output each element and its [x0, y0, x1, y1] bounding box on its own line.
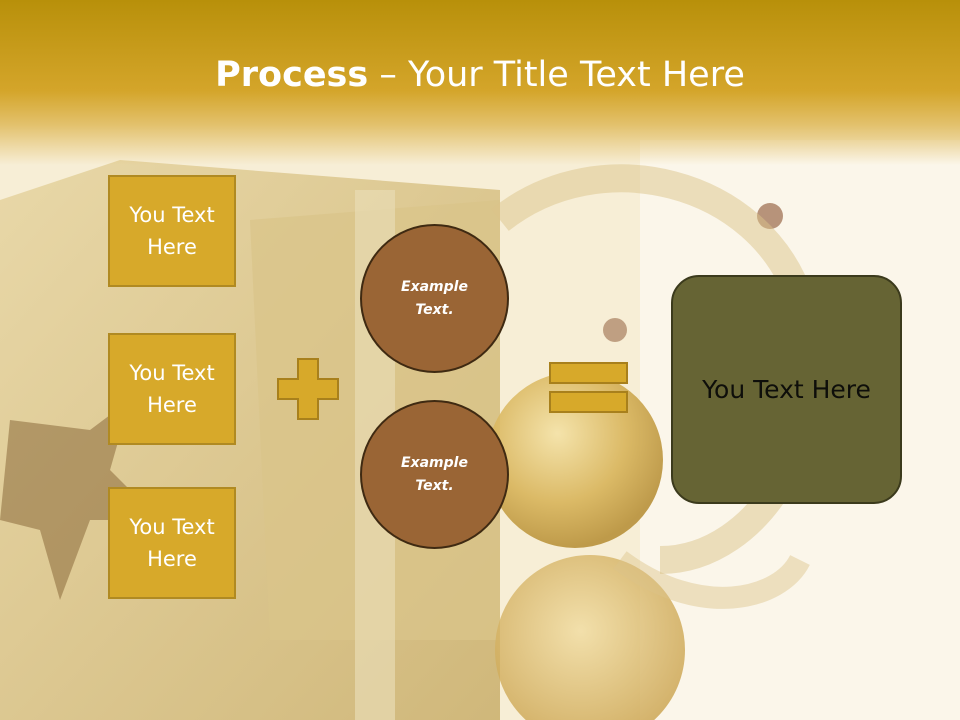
input-box-2: You Text Here [108, 333, 236, 445]
title-bar [0, 0, 960, 165]
slide-title: Process – Your Title Text Here [0, 52, 960, 98]
example-circle-2-label: Example Text. [401, 454, 468, 494]
equals-icon [549, 362, 628, 413]
slide-title-bold: Process [215, 55, 369, 95]
input-box-1: You Text Here [108, 175, 236, 287]
example-circle-1: Example Text. [360, 224, 509, 373]
plus-icon [277, 358, 339, 420]
example-circle-1-label: Example Text. [401, 278, 468, 318]
input-box-3: You Text Here [108, 487, 236, 599]
slide-title-rest: – Your Title Text Here [368, 55, 745, 95]
example-circle-2: Example Text. [360, 400, 509, 549]
result-box: You Text Here [671, 275, 902, 504]
